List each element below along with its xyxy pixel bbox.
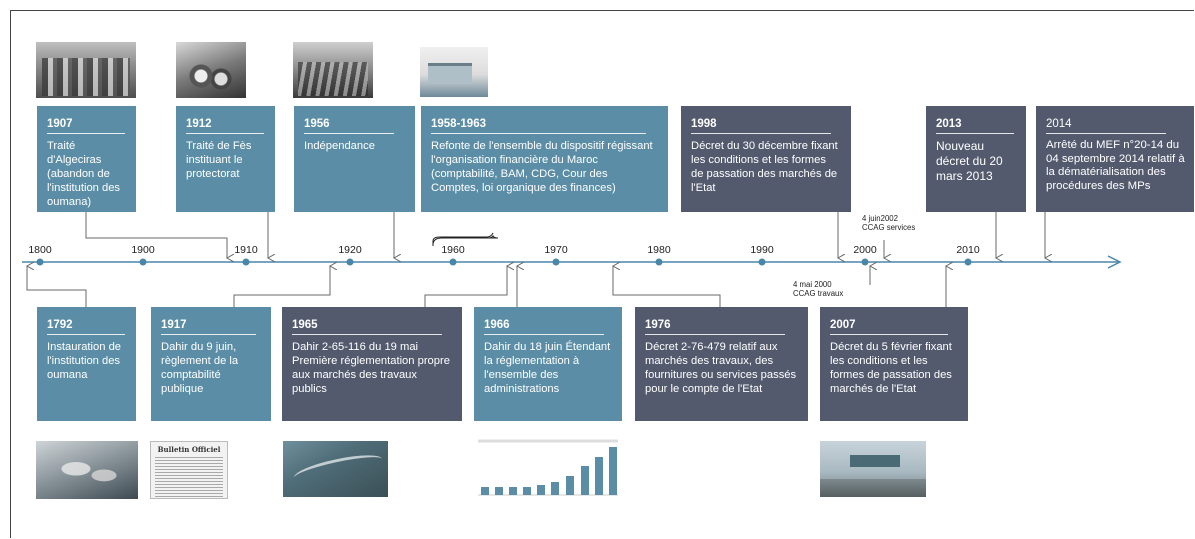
event-box-2013: 2013 Nouveau décret du 20 mars 2013: [926, 106, 1026, 212]
event-year: 1976: [645, 319, 785, 335]
event-text: Nouveau décret du 20 mars 2013: [936, 139, 1003, 183]
event-box-1965: 1965 Dahir 2-65-116 du 19 mai Première r…: [282, 307, 462, 421]
photo-1792-documents: [36, 441, 138, 499]
photo-1965-dam: [283, 441, 388, 497]
event-text: Dahir du 18 juin Étendant la réglementat…: [484, 341, 611, 395]
newspaper-title: Bulletin Officiel: [157, 445, 221, 454]
bar-chart-thumbnail: [478, 439, 618, 496]
event-text: Arrêté du MEF n°20-14 du 04 septembre 20…: [1046, 139, 1185, 192]
tick-1980: 1980: [647, 244, 671, 256]
event-year: 2013: [936, 118, 1014, 134]
tick-2010: 2010: [956, 244, 980, 256]
event-year: 2007: [830, 319, 948, 335]
event-year: 2014: [1046, 118, 1166, 134]
event-year: 1966: [484, 319, 604, 335]
event-text: Traité d'Algeciras (abandon de l'institu…: [47, 140, 121, 208]
photo-1958-building: [420, 47, 488, 97]
event-box-1976: 1976 Décret 2-76-479 relatif aux marchés…: [635, 307, 808, 421]
tick-1920: 1920: [338, 244, 362, 256]
event-box-1966: 1966 Dahir du 18 juin Étendant la réglem…: [474, 307, 622, 421]
event-text: Décret du 5 février fixant les condition…: [830, 341, 952, 395]
event-box-1917: 1917 Dahir du 9 juin, règlement de la co…: [151, 307, 271, 421]
event-text: Dahir du 9 juin, règlement de la comptab…: [161, 341, 239, 395]
tick-1900: 1900: [131, 244, 155, 256]
tick-2000: 2000: [853, 244, 877, 256]
event-box-1998: 1998 Décret du 30 décembre fixant les co…: [681, 106, 851, 212]
event-year: 1917: [161, 319, 256, 335]
figure-frame: [10, 10, 1194, 538]
event-text: Décret du 30 décembre fixant les conditi…: [691, 140, 838, 194]
event-year: 1907: [47, 118, 125, 134]
event-year: 1956: [304, 118, 394, 134]
brace-1958-1963: [432, 234, 499, 246]
event-box-1958-1963: 1958-1963 Refonte de l'ensemble du dispo…: [421, 106, 668, 212]
event-year: 1912: [186, 118, 264, 134]
photo-2007-highway: [820, 441, 926, 497]
tick-1800: 1800: [28, 244, 52, 256]
event-text: Indépendance: [304, 140, 375, 152]
event-text: Refonte de l'ensemble du dispositif régi…: [431, 140, 653, 194]
event-box-1912: 1912 Traité de Fès instituant le protect…: [176, 106, 275, 212]
event-year: 1965: [292, 319, 442, 335]
event-text: Dahir 2-65-116 du 19 mai Première réglem…: [292, 341, 450, 395]
event-text: Instauration de l'institution des oumana: [47, 341, 122, 381]
event-text: Décret 2-76-479 relatif aux marchés des …: [645, 341, 797, 395]
photo-1912-meeting: [176, 42, 246, 98]
event-box-1792: 1792 Instauration de l'institution des o…: [37, 307, 136, 421]
event-box-2007: 2007 Décret du 5 février fixant les cond…: [820, 307, 968, 421]
event-year: 1998: [691, 118, 831, 134]
photo-1907-group: [36, 42, 136, 98]
note-ccag-travaux: 4 mai 2000 CCAG travaux: [793, 280, 844, 298]
photo-1956-crowd: [293, 42, 373, 98]
event-box-2014: 2014 Arrêté du MEF n°20-14 du 04 septemb…: [1036, 106, 1194, 212]
tick-1910: 1910: [234, 244, 258, 256]
event-year: 1958-1963: [431, 118, 646, 134]
axis-arrow: [1107, 255, 1122, 269]
photo-1917-bulletin-officiel: Bulletin Officiel: [150, 441, 228, 499]
note-ccag-services: 4 juin2002 CCAG services: [862, 214, 916, 232]
tick-1990: 1990: [750, 244, 774, 256]
event-year: 1792: [47, 319, 125, 335]
event-text: Traité de Fès instituant le protectorat: [186, 140, 252, 180]
event-box-1907: 1907 Traité d'Algeciras (abandon de l'in…: [37, 106, 136, 212]
tick-1970: 1970: [544, 244, 568, 256]
tick-1960: 1960: [441, 244, 465, 256]
event-box-1956: 1956 Indépendance: [294, 106, 415, 212]
